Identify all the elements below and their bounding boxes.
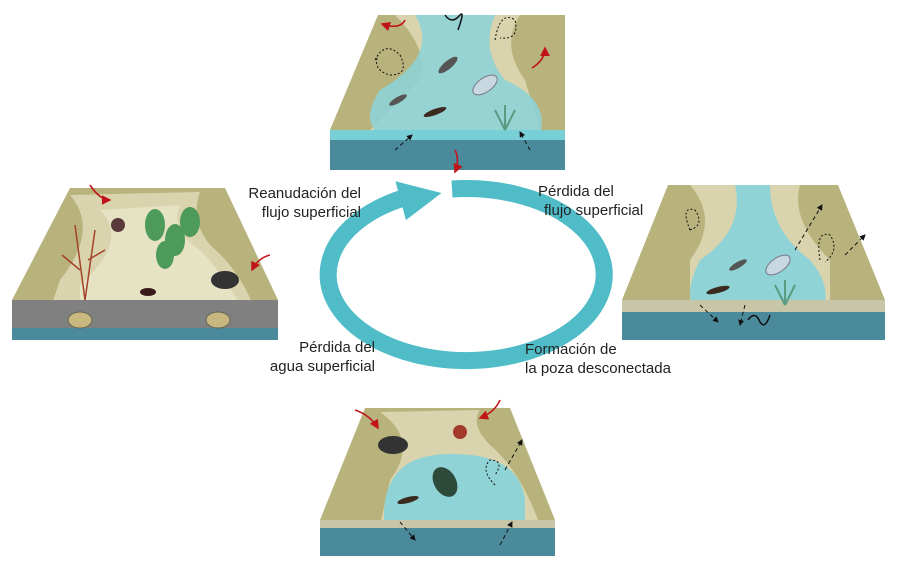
beetle-icon <box>378 436 408 454</box>
aquatic-plant-icon <box>494 105 516 131</box>
plant-icon <box>61 224 106 301</box>
diving-beetle-icon <box>432 467 458 497</box>
water-strider-icon <box>706 285 730 295</box>
mayfly-larva-icon <box>389 94 407 106</box>
ant-icon <box>140 288 156 296</box>
label-line: Pérdida del <box>299 339 375 356</box>
label-water-loss: Pérdida del agua superficial <box>245 338 375 376</box>
snail-shell-icon <box>67 311 93 329</box>
aquatic-plant-icon <box>774 280 796 306</box>
mosquito-larva-icon <box>729 259 747 271</box>
label-line: Formación de <box>525 341 617 358</box>
spider-icon <box>453 425 467 439</box>
panel-disconnected-pool <box>622 185 885 340</box>
caddisfly-case-icon <box>472 74 498 96</box>
caddisfly-case-icon <box>765 254 791 276</box>
label-line: flujo superficial <box>261 204 361 221</box>
beetle-icon <box>211 271 239 289</box>
label-resumption: Reanudación del flujo superficial <box>219 184 361 222</box>
mayfly-larva-icon <box>438 56 458 74</box>
panel-shrinking-pool <box>320 399 555 556</box>
water-strider-icon <box>397 495 419 505</box>
cycle-arrow <box>319 180 613 370</box>
label-line: Reanudación del <box>248 185 361 202</box>
water-strider-icon <box>423 107 447 117</box>
label-line: Pérdida del <box>538 183 614 200</box>
plant-icon <box>145 207 200 269</box>
label-flow-loss: Pérdida del flujo superficial <box>538 182 643 220</box>
label-line: la poza desconectada <box>525 360 671 377</box>
label-pool-formation: Formación de la poza desconectada <box>525 340 671 378</box>
snail-shell-icon <box>205 311 231 329</box>
label-line: flujo superficial <box>544 202 644 219</box>
panel-flowing <box>330 13 565 174</box>
panel-dry <box>12 184 278 340</box>
label-line: agua superficial <box>269 358 375 375</box>
spider-icon <box>111 218 125 232</box>
